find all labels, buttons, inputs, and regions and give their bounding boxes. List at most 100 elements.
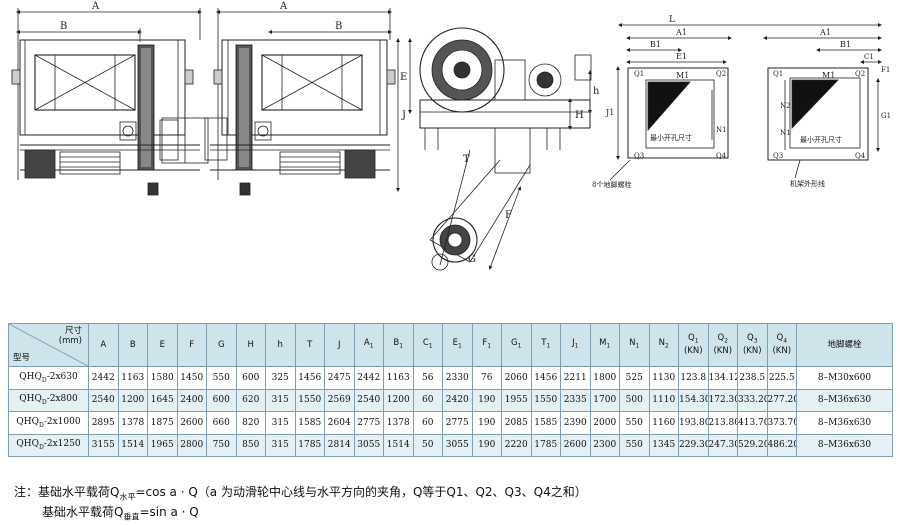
note1-sub: 水平 xyxy=(119,492,136,502)
value-cell: 2775 xyxy=(353,411,384,435)
value-cell: 134.12 xyxy=(707,366,738,390)
dim-j: J xyxy=(401,110,406,121)
value-cell: 1456 xyxy=(294,366,325,390)
plan2-M1: M1 xyxy=(822,71,835,80)
value-cell: 1785 xyxy=(294,433,325,457)
plan-view-2: A1 B1 C1 F1 G1 M1 N1 N2 Q1 Q2 Q3 Q4 最小开孔… xyxy=(763,28,891,188)
value-cell: 1110 xyxy=(648,388,679,412)
value-cell: 1163 xyxy=(383,366,414,390)
value-cell: 2060 xyxy=(501,366,532,390)
plan1-Q3: Q3 xyxy=(634,152,644,160)
note-line-1: 注：基础水平载荷Q水平=cos a · Q（a 为动滑轮中心线与水平方向的夹角，… xyxy=(14,483,587,502)
note-line-2: 基础水平载荷Q垂直=sin a · Q xyxy=(42,503,199,522)
value-cell: 60 xyxy=(412,388,443,412)
value-cell: 8–M36x630 xyxy=(796,433,893,457)
column-header: B xyxy=(117,323,148,367)
value-cell: 277.20 xyxy=(766,388,797,412)
note1-text-b: =cos a · Q xyxy=(135,485,198,499)
value-cell: 238.5 xyxy=(737,366,768,390)
value-cell: 2775 xyxy=(442,411,473,435)
technical-drawing: A B xyxy=(11,1,891,271)
value-cell: 315 xyxy=(265,433,296,457)
corner-diagonal xyxy=(9,324,88,366)
value-cell: 1955 xyxy=(501,388,532,412)
plan2-N1: N1 xyxy=(780,129,791,137)
column-header: E xyxy=(147,323,178,367)
value-cell: 2604 xyxy=(324,411,355,435)
value-cell: 190 xyxy=(471,411,502,435)
dim-f: F xyxy=(505,210,512,221)
value-cell: 550 xyxy=(206,366,237,390)
column-header: G xyxy=(206,323,237,367)
value-cell: 2442 xyxy=(353,366,384,390)
value-cell: 600 xyxy=(235,366,266,390)
value-cell: 8–M30x600 xyxy=(796,366,893,390)
value-cell: 2475 xyxy=(324,366,355,390)
value-cell: 247.30 xyxy=(707,433,738,457)
dim-b-right: B xyxy=(335,21,342,32)
value-cell: 529.20 xyxy=(737,433,768,457)
value-cell: 1378 xyxy=(117,411,148,435)
value-cell: 1200 xyxy=(117,388,148,412)
model-cell: QHQD-2x1250 xyxy=(8,433,89,457)
value-cell: 2569 xyxy=(324,388,355,412)
column-header: J xyxy=(324,323,355,367)
note1-text-c: （a 为动滑轮中心线与水平方向的夹角，Q等于Q1、Q2、Q3、Q4之和） xyxy=(197,485,587,499)
dim-h-large: H xyxy=(575,110,584,121)
column-header: E1 xyxy=(442,323,473,367)
plan1-hole-label: 最小开孔尺寸 xyxy=(650,133,692,142)
column-header: G1 xyxy=(501,323,532,367)
dim-b-left: B xyxy=(60,21,67,32)
value-cell: 850 xyxy=(235,433,266,457)
value-cell: 2420 xyxy=(442,388,473,412)
model-cell: QHQD-2x800 xyxy=(8,388,89,412)
column-header: Q4(KN) xyxy=(766,323,797,367)
column-header: J1 xyxy=(560,323,591,367)
value-cell: 750 xyxy=(206,433,237,457)
value-cell: 333.20 xyxy=(737,388,768,412)
value-cell: 2442 xyxy=(88,366,119,390)
value-cell: 190 xyxy=(471,433,502,457)
value-cell: 3155 xyxy=(88,433,119,457)
value-cell: 660 xyxy=(206,411,237,435)
value-cell: 2540 xyxy=(88,388,119,412)
plan1-J1: J1 xyxy=(605,108,614,117)
value-cell: 2211 xyxy=(560,366,591,390)
value-cell: 820 xyxy=(235,411,266,435)
value-cell: 2085 xyxy=(501,411,532,435)
value-cell: 1800 xyxy=(589,366,620,390)
header-corner: 尺寸 (mm) 型号 xyxy=(8,323,89,367)
value-cell: 1645 xyxy=(147,388,178,412)
value-cell: 1785 xyxy=(530,433,561,457)
value-cell: 2600 xyxy=(560,433,591,457)
value-cell: 1585 xyxy=(294,411,325,435)
column-header: T xyxy=(294,323,325,367)
value-cell: 500 xyxy=(619,388,650,412)
plan1-A1: A1 xyxy=(675,28,687,37)
value-cell: 600 xyxy=(206,388,237,412)
value-cell: 1550 xyxy=(294,388,325,412)
plan1-Q4: Q4 xyxy=(716,152,727,160)
column-header: A xyxy=(88,323,119,367)
model-cell: QHQD-2x630 xyxy=(8,366,89,390)
plan1-L: L xyxy=(669,15,675,25)
column-header: H xyxy=(235,323,266,367)
value-cell: 213.80 xyxy=(707,411,738,435)
plan2-F1: F1 xyxy=(881,66,890,74)
plan1-M1: M1 xyxy=(676,71,689,80)
plan1-B1: B1 xyxy=(650,40,661,49)
column-header: 地脚螺栓 xyxy=(796,323,893,367)
column-header: B1 xyxy=(383,323,414,367)
note1-text-a: 基础水平载荷Q xyxy=(38,485,120,499)
column-header: C1 xyxy=(412,323,443,367)
plan2-C1: C1 xyxy=(864,53,874,61)
plan2-Q2: Q2 xyxy=(855,70,865,78)
value-cell: 1456 xyxy=(530,366,561,390)
column-header: Q3(KN) xyxy=(737,323,768,367)
plan1-N1: N1 xyxy=(716,126,727,134)
